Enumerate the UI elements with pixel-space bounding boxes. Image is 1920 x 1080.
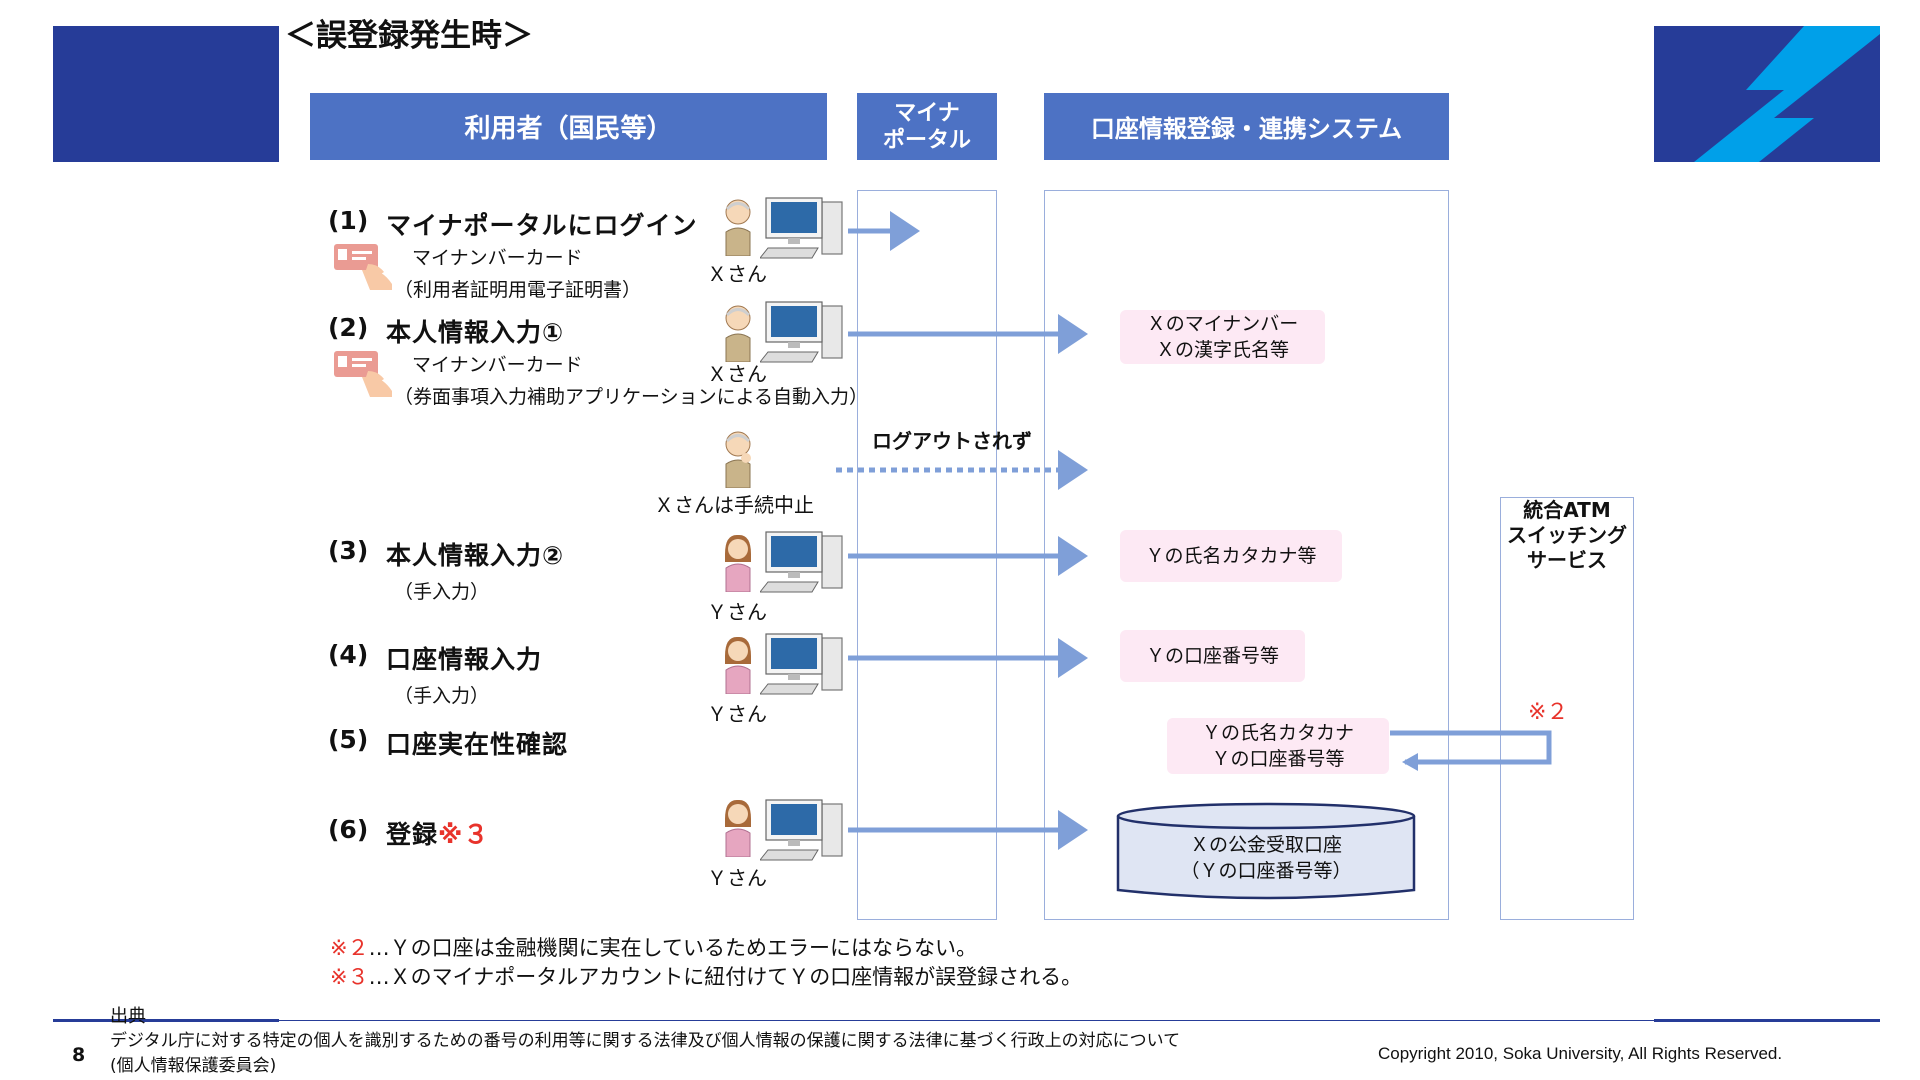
note-2-text: …Ｙの口座は金融機関に実在しているためエラーにはならない。	[368, 936, 977, 960]
portal-header-line1: マイナ	[894, 100, 960, 126]
step-6-number: (6)	[328, 815, 369, 844]
note-3-mark: ※３	[330, 965, 369, 989]
step-4-number: (4)	[328, 640, 369, 669]
info-box-verify-line1: Ｙの氏名カタカナ	[1201, 722, 1354, 744]
step-6-note-mark: ※３	[438, 820, 490, 849]
step-2-sub1: マイナンバーカード	[412, 354, 583, 376]
step-6-title-text: 登録	[386, 820, 439, 849]
database-label: Ｘの公金受取口座 （Ｙの口座番号等）	[1116, 832, 1416, 884]
atm-label-line1: 統合ATM	[1523, 498, 1611, 522]
step-6-person-caption: Ｙさん	[707, 866, 767, 890]
column-header-system: 口座情報登録・連携システム	[1044, 93, 1449, 160]
page-title: ＜誤登録発生時＞	[285, 18, 533, 54]
atm-column	[1500, 497, 1634, 920]
step-1-title: マイナポータルにログイン	[386, 211, 698, 240]
source-line1: デジタル庁に対する特定の個人を識別するための番号の利用等に関する法律及び個人情報…	[110, 1031, 1181, 1051]
info-box-y-account: Ｙの口座番号等	[1120, 630, 1305, 682]
step-4-person-caption: Ｙさん	[707, 702, 767, 726]
person-icon	[725, 431, 751, 488]
computer-icon	[760, 531, 843, 593]
info-box-x-mynumber: Ｘのマイナンバー Ｘの漢字氏名等	[1120, 310, 1325, 364]
atm-note-marker: ※２	[1528, 700, 1569, 725]
step-5-number: (5)	[328, 725, 369, 754]
note-3: ※３…Ｘのマイナポータルアカウントに紐付けてＹの口座情報が誤登録される。	[330, 961, 1082, 991]
step-3-sub1: （手入力）	[394, 581, 490, 603]
step-4-title: 口座情報入力	[386, 645, 543, 674]
person-icon	[725, 636, 751, 694]
step-6-title: 登録※３	[386, 815, 489, 851]
abort-caption: Ｘさんは手続中止	[654, 493, 814, 517]
person-icon	[725, 199, 751, 256]
header-right-logo	[1654, 26, 1880, 162]
computer-icon	[760, 301, 843, 363]
database-line1: Ｘの公金受取口座	[1189, 834, 1342, 856]
step-1-number: (1)	[328, 206, 369, 235]
logout-arrow-label: ログアウトされず	[872, 429, 1032, 453]
header-left-block	[53, 26, 279, 162]
atm-column-label: 統合ATM スイッチング サービス	[1500, 498, 1634, 573]
info-box-verify-line2: Ｙの口座番号等	[1211, 748, 1345, 770]
step-4-sub1: （手入力）	[394, 685, 490, 707]
portal-header-line2: ポータル	[882, 127, 971, 153]
step-3-person-caption: Ｙさん	[707, 600, 767, 624]
note-2-mark: ※２	[330, 936, 369, 960]
atm-label-line2: スイッチング	[1507, 523, 1627, 547]
column-header-user: 利用者（国民等）	[310, 93, 827, 160]
step-2-title: 本人情報入力①	[386, 318, 565, 347]
footer-rule-left	[53, 1019, 279, 1022]
computer-icon	[760, 197, 843, 259]
source-label: 出典	[110, 1006, 146, 1027]
info-box-y-verify: Ｙの氏名カタカナ Ｙの口座番号等	[1167, 718, 1389, 774]
footer-rule-right	[1654, 1019, 1880, 1022]
step-2-person-caption: Ｘさん	[707, 362, 767, 386]
info-box-x-line2: Ｘの漢字氏名等	[1155, 339, 1289, 361]
person-icon	[725, 305, 751, 362]
note-3-text: …Ｘのマイナポータルアカウントに紐付けてＹの口座情報が誤登録される。	[368, 965, 1083, 989]
footer-rule-mid	[279, 1020, 1654, 1021]
column-header-portal: マイナ ポータル	[857, 93, 997, 160]
source-line2: (個人情報保護委員会)	[110, 1056, 277, 1076]
copyright: Copyright 2010, Soka University, All Rig…	[1378, 1044, 1783, 1063]
step-5-title: 口座実在性確認	[386, 730, 569, 759]
portal-column	[857, 190, 997, 920]
info-box-x-line1: Ｘのマイナンバー	[1146, 313, 1299, 335]
database-cylinder	[1116, 802, 1416, 900]
database-line2: （Ｙの口座番号等）	[1180, 860, 1352, 882]
info-box-y-name-text: Ｙの氏名カタカナ等	[1145, 545, 1317, 567]
step-1-person-caption: Ｘさん	[707, 262, 767, 286]
id-card-icon	[334, 351, 392, 397]
id-card-icon	[334, 244, 392, 290]
person-icon	[725, 534, 751, 592]
page-number: 8	[72, 1044, 86, 1066]
step-1-sub1: マイナンバーカード	[412, 247, 583, 269]
step-1-sub2: （利用者証明用電子証明書）	[394, 279, 642, 301]
person-icon	[725, 799, 751, 857]
step-3-title: 本人情報入力②	[386, 541, 565, 570]
computer-icon	[760, 799, 843, 861]
info-box-y-name: Ｙの氏名カタカナ等	[1120, 530, 1342, 582]
atm-label-line3: サービス	[1527, 548, 1607, 572]
logo-s-icon	[1694, 26, 1880, 162]
step-3-number: (3)	[328, 536, 369, 565]
info-box-y-account-text: Ｙの口座番号等	[1145, 645, 1279, 667]
step-2-sub2: （券面事項入力補助アプリケーションによる自動入力）	[394, 386, 869, 408]
computer-icon	[760, 633, 843, 695]
step-2-number: (2)	[328, 313, 369, 342]
note-2: ※２…Ｙの口座は金融機関に実在しているためエラーにはならない。	[330, 932, 977, 962]
